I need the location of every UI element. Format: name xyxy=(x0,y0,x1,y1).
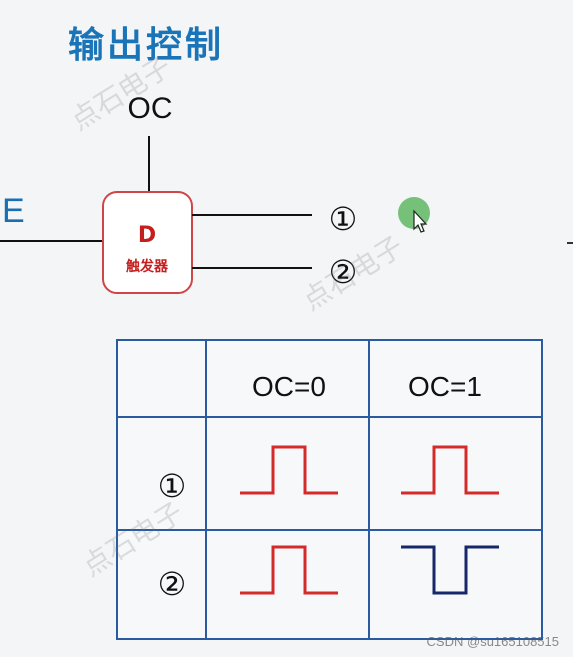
output-2-label: ② xyxy=(329,253,358,291)
oc-label: OC xyxy=(128,92,173,125)
credit-text: CSDN @su165108515 xyxy=(426,634,559,649)
flipflop-name: 触发器 xyxy=(125,258,169,275)
row-label-2: ② xyxy=(158,565,187,603)
col-header-oc1: OC=1 xyxy=(408,371,482,402)
waveform-row1-oc0 xyxy=(240,445,338,495)
cursor-icon xyxy=(398,197,430,233)
page-title: 输出控制 xyxy=(68,24,225,66)
waveform-row1-oc1 xyxy=(401,445,499,495)
flipflop-box xyxy=(102,191,193,294)
output-table xyxy=(116,339,543,640)
col-header-oc0: OC=0 xyxy=(252,371,326,402)
e-label: E xyxy=(2,192,25,230)
row-label-1: ① xyxy=(158,467,187,505)
waveform-row2-oc1 xyxy=(401,545,499,595)
flipflop-letter: D xyxy=(138,223,156,248)
output-1-label: ① xyxy=(329,200,358,238)
waveform-row2-oc0 xyxy=(240,545,338,595)
